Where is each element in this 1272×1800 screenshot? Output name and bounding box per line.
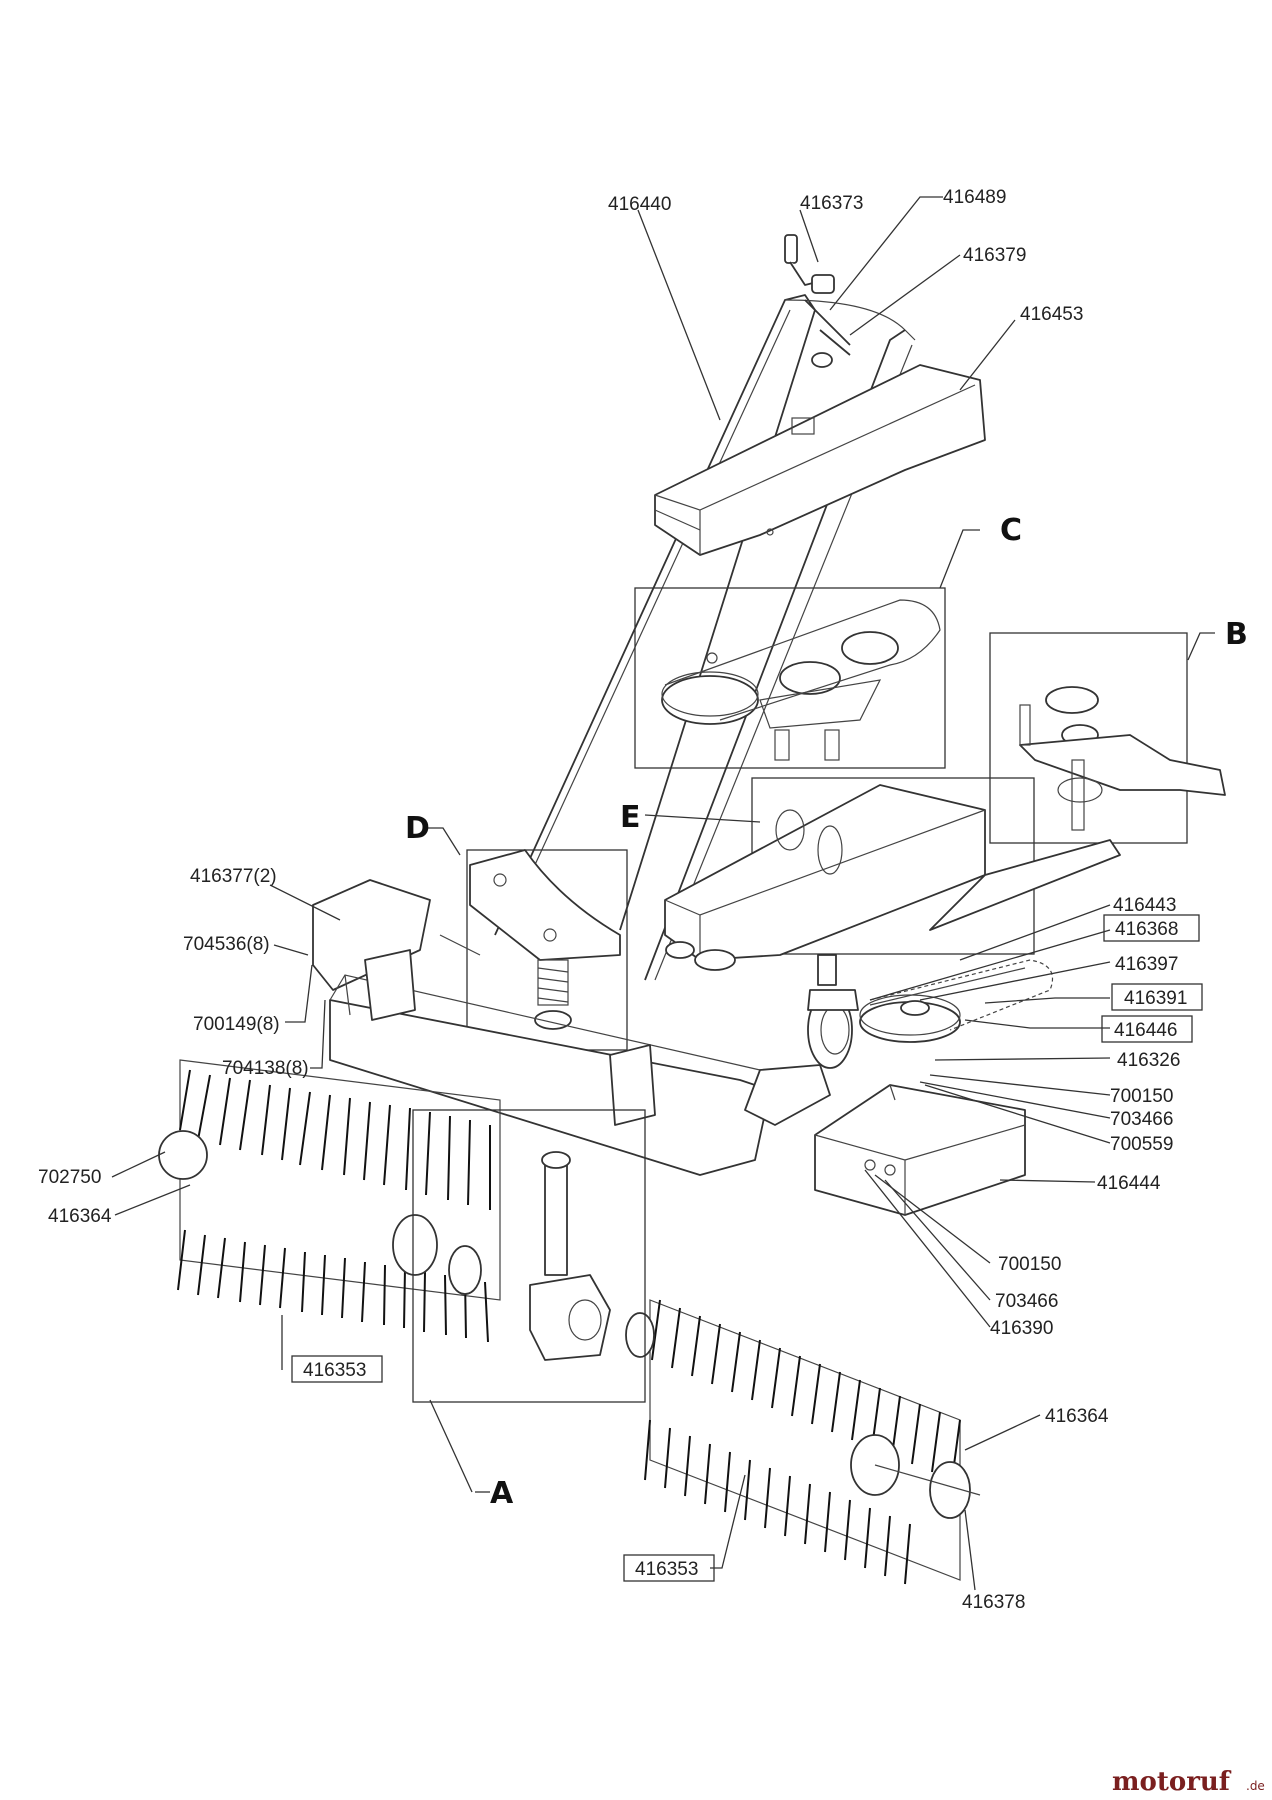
part-label: 416373 (800, 193, 863, 214)
part-label: 703466 (1110, 1109, 1173, 1130)
part-label-box (291, 1355, 383, 1383)
brush-roller-left (158, 1059, 501, 1343)
part-label-box (1101, 1015, 1193, 1043)
part-label: 416364 (48, 1206, 112, 1227)
part-label: 416377(2) (190, 866, 277, 887)
part-label: 416379 (963, 245, 1026, 266)
logo-text: motoruf (1112, 1767, 1232, 1797)
group-label-b: B (1225, 617, 1248, 652)
part-label: 416364 (1045, 1406, 1109, 1427)
logo-tld: .de (1246, 1779, 1265, 1793)
part-label: 416368 (1115, 919, 1178, 940)
drive-pulley (859, 959, 1054, 1043)
part-label: 416443 (1113, 895, 1176, 916)
assembly-box-c (634, 587, 946, 769)
part-label: 416378 (962, 1592, 1025, 1613)
part-label: 416353 (303, 1360, 366, 1381)
part-label: 416353 (635, 1559, 698, 1580)
part-label: 416397 (1115, 954, 1178, 975)
leader-lines (111, 196, 1215, 1591)
group-label-d: D (405, 811, 430, 846)
part-label-box (1103, 914, 1200, 942)
part-label-box (1111, 983, 1203, 1011)
part-label: 700150 (1110, 1086, 1173, 1107)
part-number-labels: 416440 416373 416489 416379 416453 41637… (38, 187, 1203, 1613)
part-label: 703466 (995, 1291, 1058, 1312)
part-label: 416489 (943, 187, 1006, 208)
group-label-a: A (490, 1476, 514, 1511)
part-label: 416440 (608, 194, 671, 215)
assembly-box-a (412, 1109, 646, 1403)
part-label: 416391 (1124, 988, 1187, 1009)
part-label: 700149(8) (193, 1014, 280, 1035)
hood-cover (654, 364, 986, 556)
brush-housing-frame (312, 879, 831, 1176)
castor-wheel (807, 954, 859, 1069)
part-label-box (623, 1554, 715, 1582)
part-label: 704138(8) (222, 1058, 309, 1079)
part-label: 704536(8) (183, 934, 270, 955)
part-label: 700559 (1110, 1134, 1173, 1155)
motoruf-logo: motoruf .de (1112, 1767, 1265, 1797)
collector-tray (814, 1084, 1026, 1216)
part-label: 700150 (998, 1254, 1061, 1275)
gearbox (529, 1151, 611, 1361)
part-label: 416453 (1020, 304, 1083, 325)
assembly-box-b (989, 632, 1226, 844)
part-label: 702750 (38, 1167, 101, 1188)
part-label: 416446 (1114, 1020, 1177, 1041)
brush-roller-right (625, 1299, 981, 1585)
part-label: 416390 (990, 1318, 1053, 1339)
part-label: 416444 (1097, 1173, 1161, 1194)
assembly-box-e (664, 777, 1121, 971)
part-label: 416326 (1117, 1050, 1180, 1071)
group-label-e: E (620, 800, 641, 835)
group-label-c: C (1000, 513, 1022, 548)
